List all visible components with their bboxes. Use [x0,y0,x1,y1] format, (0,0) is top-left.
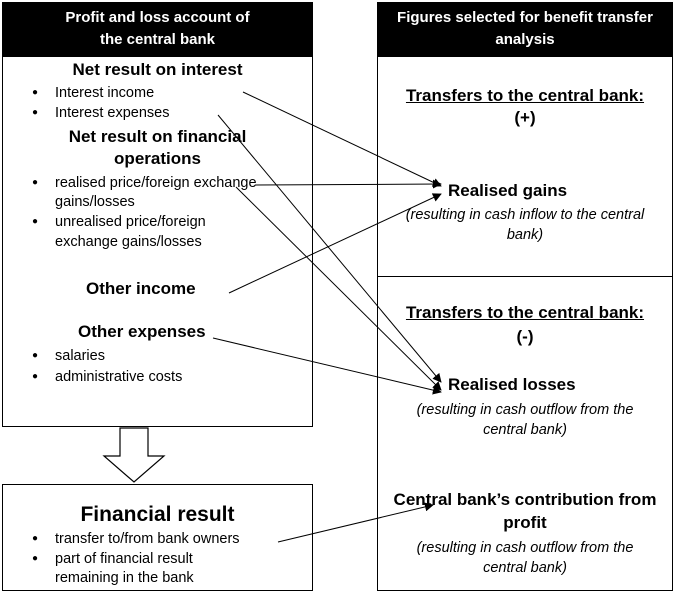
gains-note: (resulting in cash inflow to the central [405,207,645,223]
losses-note: central bank) [483,422,567,438]
interest-expenses-item: Interest expenses [55,105,170,121]
unrealised-item: exchange gains/losses [55,234,202,250]
unrealised-item: unrealised price/foreign [55,214,206,230]
benefit-transfer-header-line: analysis [495,31,555,48]
admin-costs-item: administrative costs [55,369,183,385]
net-financial-title: operations [114,149,201,168]
bullet-icon: ● [32,177,39,188]
contribution-title: Central bank’s contribution from [393,490,657,509]
financial-result-title: Financial result [80,503,235,526]
net-interest-title: Net result on interest [72,60,243,79]
benefit-transfer-header-line: Figures selected for benefit transfer [397,9,653,26]
bullet-icon: ● [32,350,39,361]
remaining-item: remaining in the bank [55,570,194,586]
bullet-icon: ● [32,107,39,118]
minus-sign: (-) [516,327,534,346]
realised-gains-label: Realised gains [448,181,568,200]
down-arrow-icon [102,427,166,483]
realised-item: realised price/foreign exchange [55,175,257,191]
pl-account-header-line: the central bank [99,31,216,48]
contribution-title: profit [503,513,547,532]
salaries-item: salaries [55,348,105,364]
realised-losses-label: Realised losses [448,375,576,394]
plus-section-title: Transfers to the central bank: [405,86,645,105]
section-divider [377,276,673,277]
net-financial-title: Net result on financial [68,127,247,146]
other-expenses-title: Other expenses [78,322,206,341]
bullet-icon: ● [32,533,39,544]
bullet-icon: ● [32,371,39,382]
gains-note: bank) [506,227,544,243]
contribution-note: (resulting in cash outflow from the [416,540,634,556]
bullet-icon: ● [32,553,39,564]
bullet-icon: ● [32,87,39,98]
pl-account-header: Profit and loss account of the central b… [2,2,313,56]
remaining-item: part of financial result [55,551,193,567]
plus-sign: (+) [514,108,536,127]
financial-result-box [2,484,313,591]
bullet-icon: ● [32,216,39,227]
minus-section-title: Transfers to the central bank: [405,303,645,322]
transfer-owners-item: transfer to/from bank owners [55,531,240,547]
other-income-title: Other income [86,279,196,298]
realised-item: gains/losses [55,194,135,210]
benefit-transfer-box [377,56,673,591]
interest-income-item: Interest income [55,85,155,101]
pl-account-header-line: Profit and loss account of [65,9,250,26]
contribution-note: central bank) [483,560,567,576]
benefit-transfer-header: Figures selected for benefit transfer an… [377,2,673,56]
losses-note: (resulting in cash outflow from the [416,402,634,418]
